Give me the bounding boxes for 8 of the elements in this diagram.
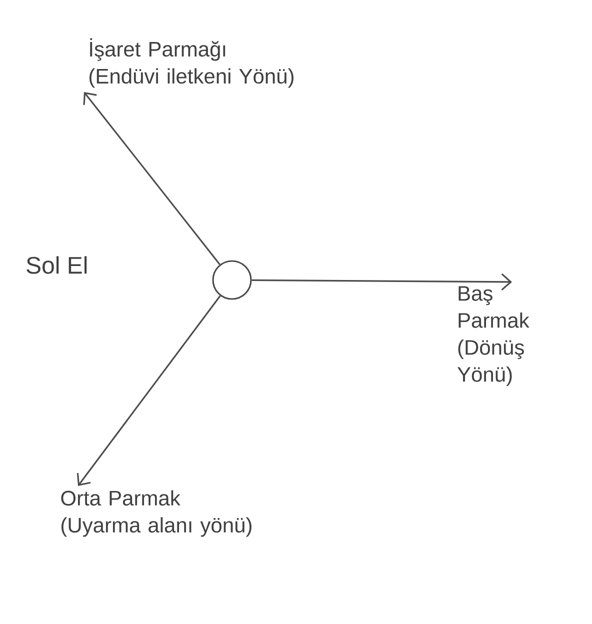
arrow (76, 295, 221, 486)
circle (212, 260, 252, 300)
arrow (83, 92, 220, 265)
arrow (252, 273, 512, 291)
finger-label: İşaret Parmağı (Endüvi iletkeni Yönü) (90, 38, 294, 88)
hand-label: Sol El (26, 256, 87, 274)
finger-label: Baş Parmak (Dönüş Yönü) (457, 286, 530, 386)
finger-label: Orta Parmak (Uyarma alanı yönü) (61, 490, 252, 537)
